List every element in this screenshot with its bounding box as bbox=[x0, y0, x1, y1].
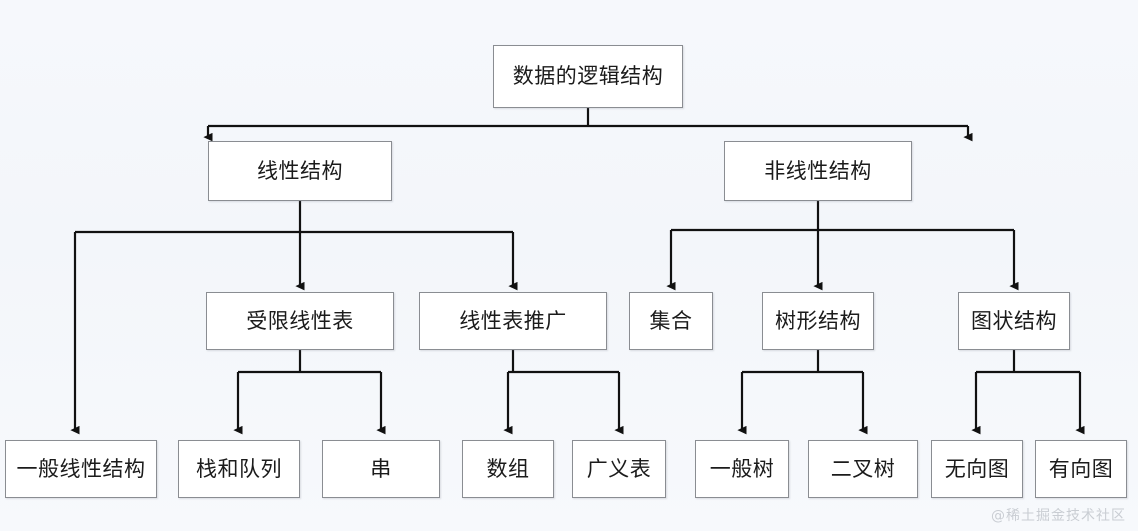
node-graph-structure[interactable]: 图状结构 bbox=[958, 292, 1070, 350]
node-linear-structure-label: 线性结构 bbox=[257, 158, 343, 183]
node-restricted-linear-list-label: 受限线性表 bbox=[246, 308, 354, 333]
node-root[interactable]: 数据的逻辑结构 bbox=[493, 45, 683, 108]
node-string[interactable]: 串 bbox=[322, 440, 440, 498]
node-set[interactable]: 集合 bbox=[629, 292, 713, 350]
node-general-tree-label: 一般树 bbox=[709, 456, 775, 481]
node-stack-and-queue-label: 栈和队列 bbox=[196, 456, 282, 481]
node-binary-tree[interactable]: 二叉树 bbox=[808, 440, 918, 498]
node-array[interactable]: 数组 bbox=[462, 440, 554, 498]
node-linear-list-generalization-label: 线性表推广 bbox=[459, 308, 567, 333]
node-binary-tree-label: 二叉树 bbox=[830, 456, 896, 481]
node-undirected-graph[interactable]: 无向图 bbox=[931, 440, 1023, 498]
watermark: @稀土掘金技术社区 bbox=[991, 508, 1126, 524]
node-generalized-list-label: 广义表 bbox=[586, 456, 652, 481]
node-directed-graph-label: 有向图 bbox=[1048, 456, 1114, 481]
node-nonlinear-structure-label: 非线性结构 bbox=[764, 158, 872, 183]
node-graph-structure-label: 图状结构 bbox=[971, 308, 1057, 333]
node-general-tree[interactable]: 一般树 bbox=[695, 440, 789, 498]
node-generalized-list[interactable]: 广义表 bbox=[572, 440, 666, 498]
node-linear-list-generalization[interactable]: 线性表推广 bbox=[419, 292, 607, 350]
node-linear-structure[interactable]: 线性结构 bbox=[208, 141, 392, 201]
node-undirected-graph-label: 无向图 bbox=[944, 456, 1010, 481]
node-array-label: 数组 bbox=[486, 456, 530, 481]
node-stack-and-queue[interactable]: 栈和队列 bbox=[178, 440, 300, 498]
node-general-linear-structure-label: 一般线性结构 bbox=[16, 456, 146, 481]
node-tree-structure-label: 树形结构 bbox=[775, 308, 861, 333]
node-root-label: 数据的逻辑结构 bbox=[512, 64, 664, 88]
node-tree-structure[interactable]: 树形结构 bbox=[762, 292, 874, 350]
node-directed-graph[interactable]: 有向图 bbox=[1035, 440, 1127, 498]
node-set-label: 集合 bbox=[649, 308, 693, 333]
node-string-label: 串 bbox=[370, 456, 392, 481]
node-general-linear-structure[interactable]: 一般线性结构 bbox=[5, 440, 157, 498]
node-nonlinear-structure[interactable]: 非线性结构 bbox=[724, 141, 912, 201]
node-restricted-linear-list[interactable]: 受限线性表 bbox=[206, 292, 394, 350]
